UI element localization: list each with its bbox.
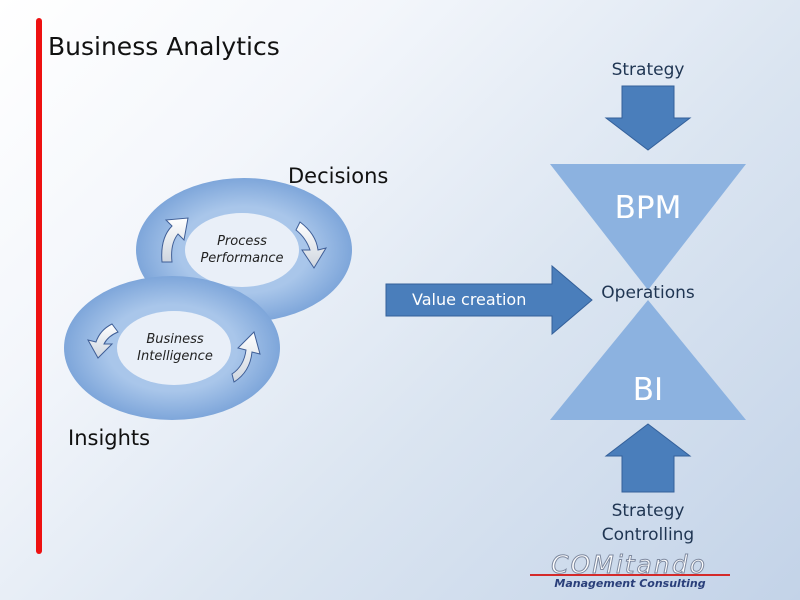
- logo-subtitle: Management Consulting: [554, 577, 706, 590]
- bi-label: BI: [632, 372, 664, 408]
- value-creation-label: Value creation: [412, 290, 527, 309]
- logo-underline: [530, 574, 730, 576]
- business-intelligence-ring: [64, 276, 280, 420]
- insights-label: Insights: [68, 426, 151, 450]
- red-accent-bar: [36, 18, 42, 554]
- business-intelligence-text: Business Intelligence: [128, 331, 222, 365]
- bpm-label: BPM: [614, 190, 682, 226]
- strategy-controlling-line: Strategy: [611, 501, 685, 521]
- process-performance-text: Process Performance: [195, 233, 289, 267]
- bpm-triangle: [550, 164, 746, 290]
- decisions-label: Decisions: [288, 164, 389, 188]
- bi-triangle: [550, 300, 746, 420]
- value-creation-arrow: [385, 264, 593, 336]
- strategy-top-label: Strategy: [611, 60, 685, 80]
- cycle-arrow-icon: [231, 331, 261, 383]
- ring-text-line: Process: [217, 234, 267, 249]
- cycle-arrow-icon: [295, 221, 328, 269]
- operations-label: Operations: [601, 283, 695, 303]
- strategy-controlling-label: Strategy Controlling: [583, 499, 713, 547]
- page-title: Business Analytics: [48, 32, 280, 61]
- strategy-down-arrow: [604, 85, 692, 151]
- ring-text-line: Business: [146, 332, 204, 347]
- ring-text-line: Performance: [200, 251, 284, 266]
- cycle-arrow-icon: [161, 217, 189, 263]
- cycle-arrow-icon: [87, 323, 119, 359]
- ring-text-line: Intelligence: [137, 349, 213, 364]
- strategy-controlling-line: Controlling: [601, 525, 695, 545]
- comitando-logo: COMitando Management Consulting: [530, 550, 730, 594]
- strategy-controlling-up-arrow: [604, 423, 692, 493]
